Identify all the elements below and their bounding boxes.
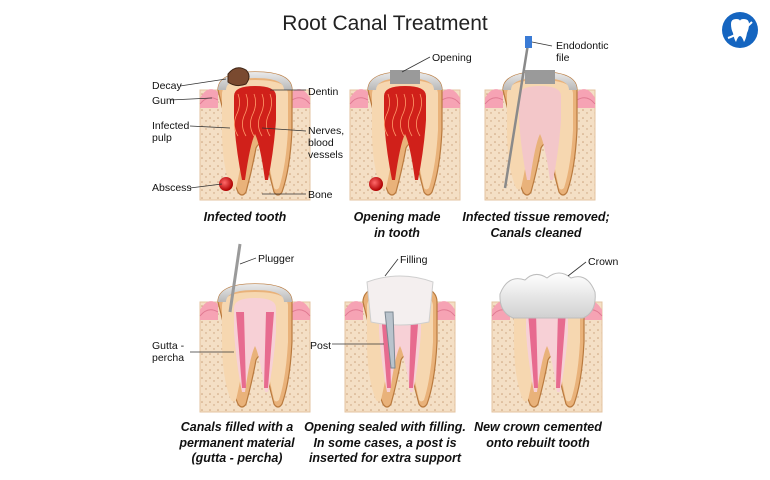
crown — [499, 272, 596, 319]
tooth-crowned — [491, 272, 603, 413]
caption-opening-made: Opening made in tooth — [353, 210, 441, 240]
infected-pulp — [384, 86, 426, 180]
label-endodontic-file: Endodontic file — [556, 40, 609, 64]
gutta-percha-fill — [381, 312, 419, 388]
label-infected-pulp: Infected pulp — [152, 120, 190, 144]
label-nerves: Nerves, blood vessels — [308, 125, 345, 161]
caption-opening-sealed: Opening sealed with filling. In some cas… — [304, 420, 466, 465]
gutta-percha-fill — [528, 312, 566, 388]
caption-new-crown: New crown cemented onto rebuilt tooth — [474, 420, 602, 450]
caption-canals-filled: Canals filled with a permanent material … — [179, 420, 295, 465]
tooth-sealed — [344, 275, 456, 413]
tooth-cleaned — [484, 36, 596, 201]
tooth-infected — [199, 67, 311, 201]
label-gutta-percha: Gutta - percha — [152, 340, 185, 364]
caption-tissue-removed: Infected tissue removed; Canals cleaned — [462, 210, 610, 240]
gutta-percha-fill — [236, 312, 274, 388]
tooth-filled — [199, 243, 311, 413]
label-bone: Bone — [308, 189, 333, 201]
label-dentin: Dentin — [308, 86, 339, 98]
label-gum: Gum — [152, 95, 175, 107]
label-plugger: Plugger — [258, 253, 295, 265]
plugger — [228, 243, 242, 313]
post — [384, 311, 396, 369]
opening — [525, 70, 555, 84]
label-abscess: Abscess — [152, 182, 192, 194]
label-opening: Opening — [432, 52, 472, 64]
label-decay: Decay — [152, 80, 182, 92]
tooth-logo-icon — [722, 12, 758, 48]
endodontic-file — [503, 43, 530, 189]
abscess — [369, 177, 383, 191]
filling — [366, 275, 434, 326]
caption-infected-tooth: Infected tooth — [203, 210, 287, 224]
label-post: Post — [310, 340, 332, 352]
infected-pulp — [234, 86, 276, 180]
tooth-opening — [349, 70, 461, 201]
cleaned-pulp — [519, 86, 561, 180]
abscess — [219, 177, 233, 191]
opening — [390, 70, 420, 84]
decay — [227, 67, 250, 87]
label-crown: Crown — [588, 256, 619, 268]
label-filling: Filling — [400, 254, 428, 266]
page-title: Root Canal Treatment — [282, 12, 488, 35]
